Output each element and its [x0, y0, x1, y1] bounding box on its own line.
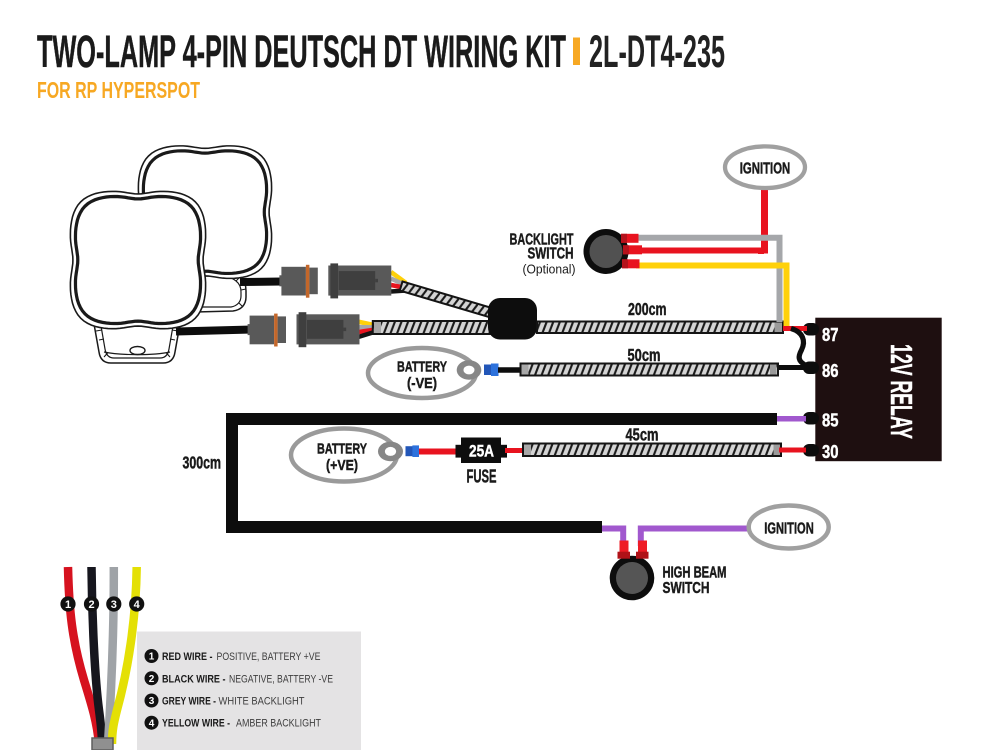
svg-text:FUSE: FUSE [467, 467, 497, 487]
svg-text:BACKLIGHT: BACKLIGHT [510, 232, 574, 249]
svg-text:BATTERY: BATTERY [397, 359, 447, 376]
svg-text:12V RELAY: 12V RELAY [884, 344, 919, 439]
svg-text:POSITIVE, BATTERY +VE: POSITIVE, BATTERY +VE [217, 651, 321, 663]
svg-text:SWITCH: SWITCH [528, 246, 574, 263]
svg-text:2: 2 [149, 674, 155, 685]
svg-text:TWO-LAMP 4-PIN DEUTSCH DT WIRI: TWO-LAMP 4-PIN DEUTSCH DT WIRING KIT [37, 26, 566, 77]
svg-text:AMBER BACKLIGHT: AMBER BACKLIGHT [236, 718, 321, 730]
svg-text:(Optional): (Optional) [523, 262, 576, 277]
svg-text:(-VE): (-VE) [407, 375, 437, 392]
svg-text:200cm: 200cm [628, 299, 667, 319]
svg-text:3: 3 [149, 696, 155, 707]
svg-text:4: 4 [134, 599, 141, 611]
svg-text:WHITE BACKLIGHT: WHITE BACKLIGHT [219, 696, 305, 708]
svg-text:87: 87 [822, 325, 839, 345]
svg-text:1: 1 [65, 599, 71, 611]
svg-text:BLACK WIRE -: BLACK WIRE - [162, 673, 226, 685]
svg-text:FOR RP HYPERSPOT: FOR RP HYPERSPOT [37, 77, 200, 103]
svg-text:45cm: 45cm [626, 425, 659, 445]
svg-text:4: 4 [149, 718, 155, 729]
svg-text:25A: 25A [469, 442, 494, 461]
svg-text:HIGH BEAM: HIGH BEAM [663, 565, 727, 582]
svg-text:IGNITION: IGNITION [740, 160, 791, 177]
svg-text:3: 3 [111, 599, 117, 611]
svg-text:2: 2 [88, 599, 94, 611]
svg-text:NEGATIVE, BATTERY -VE: NEGATIVE, BATTERY -VE [229, 673, 333, 685]
svg-text:RED WIRE -: RED WIRE - [162, 651, 213, 663]
svg-text:50cm: 50cm [628, 345, 661, 365]
svg-text:86: 86 [822, 361, 839, 381]
svg-text:YELLOW WIRE -: YELLOW WIRE - [162, 718, 230, 730]
svg-text:30: 30 [822, 442, 839, 462]
svg-text:SWITCH: SWITCH [663, 580, 710, 597]
svg-text:85: 85 [822, 411, 839, 431]
svg-text:1: 1 [149, 652, 155, 663]
svg-text:(+VE): (+VE) [326, 457, 358, 474]
svg-text:IGNITION: IGNITION [764, 521, 814, 538]
svg-text:2L-DT4-235: 2L-DT4-235 [589, 26, 725, 77]
svg-text:300cm: 300cm [183, 453, 222, 473]
svg-text:BATTERY: BATTERY [317, 441, 367, 458]
svg-text:GREY WIRE -: GREY WIRE - [162, 696, 216, 708]
